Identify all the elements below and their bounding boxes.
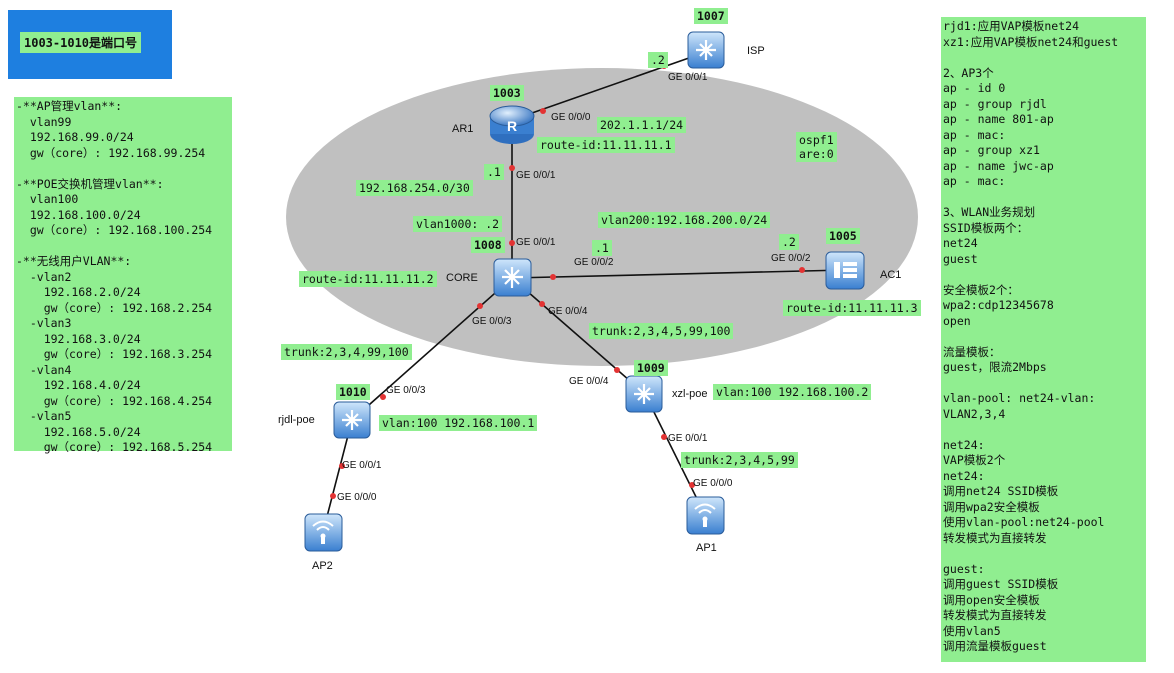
isp-address-label: .2 <box>648 52 668 68</box>
ospf-area-label: ospf1 are:0 <box>796 132 837 162</box>
ar1-port-number: 1003 <box>490 85 524 101</box>
ar1-name: AR1 <box>452 123 474 135</box>
isp-switch-icon[interactable] <box>687 31 725 69</box>
port-note-text: 1003-1010是端口号 <box>20 32 142 53</box>
ap2-access-point-icon[interactable] <box>304 513 343 552</box>
port-dot <box>661 434 667 440</box>
core-router-id-label: route-id:11.11.11.2 <box>299 271 437 287</box>
port-dot <box>380 394 386 400</box>
port-dot <box>550 274 556 280</box>
links <box>322 51 846 533</box>
link-xzl-ap1 <box>644 393 706 516</box>
port-dot <box>330 493 336 499</box>
ap1-name: AP1 <box>696 542 717 554</box>
vlan200-label: vlan200:192.168.200.0/24 <box>598 212 771 228</box>
svg-text:R: R <box>507 118 517 134</box>
xzl-port-number: 1009 <box>634 360 668 376</box>
ar1-router-id-label: route-id:11.11.11.1 <box>537 137 675 153</box>
port-label: GE 0/0/2 <box>574 257 614 268</box>
ac1-port-number: 1005 <box>826 228 860 244</box>
port-dot <box>539 301 545 307</box>
rjdl-port-number: 1010 <box>336 384 370 400</box>
link-rjdl-ap2 <box>322 419 353 533</box>
core-port-number: 1008 <box>471 237 505 253</box>
core-switch-icon[interactable] <box>493 258 532 297</box>
trunk-rjdl-label: trunk:2,3,4,99,100 <box>281 344 412 360</box>
port-dot <box>509 240 515 246</box>
port-label: GE 0/0/1 <box>516 170 556 181</box>
port-label: GE 0/0/0 <box>337 492 377 503</box>
port-label: GE 0/0/0 <box>693 478 733 489</box>
link-core-ac1 <box>511 269 846 279</box>
port-dot <box>614 367 620 373</box>
port-label: GE 0/0/4 <box>548 306 588 317</box>
ar1-router-icon[interactable]: R <box>489 105 535 144</box>
ar1-lan-label: .1 <box>484 164 504 180</box>
vlan-plan-panel: -**AP管理vlan**: vlan99 192.168.99.0/24 gw… <box>14 97 232 454</box>
port-note: 1003-1010是端口号 <box>8 10 172 79</box>
port-label: GE 0/0/4 <box>569 376 609 387</box>
isp-port-number: 1007 <box>694 8 728 24</box>
port-dot <box>799 267 805 273</box>
xzl-poe-switch-icon[interactable] <box>625 375 663 413</box>
wlan-plan-panel: rjd1:应用VAP模板net24 xz1:应用VAP模板net24和guest… <box>941 17 1146 662</box>
ar1-wan-label: 202.1.1.1/24 <box>597 117 687 133</box>
ap1-access-point-icon[interactable] <box>686 496 725 535</box>
port-label: GE 0/0/2 <box>771 253 811 264</box>
ac-dot2-label: .2 <box>779 234 799 250</box>
port-dot <box>689 482 695 488</box>
rjdl-name: rjdl-poe <box>278 414 315 426</box>
link-net-label: 192.168.254.0/30 <box>356 180 473 196</box>
rjdl-vlan-label: vlan:100 192.168.100.1 <box>379 415 538 431</box>
core-name: CORE <box>446 272 478 284</box>
rjdl-poe-switch-icon[interactable] <box>333 401 371 439</box>
xzl-vlan-label: vlan:100 192.168.100.2 <box>713 384 872 400</box>
link-core-rjdl <box>351 277 513 421</box>
trunk-xzl-label: trunk:2,3,4,5,99,100 <box>589 323 734 339</box>
port-label: GE 0/0/1 <box>342 460 382 471</box>
trunk-ap1-label: trunk:2,3,4,5,99 <box>681 452 798 468</box>
port-label: GE 0/0/0 <box>551 112 591 123</box>
port-label: GE 0/0/3 <box>386 385 426 396</box>
port-label: GE 0/0/1 <box>516 237 556 248</box>
port-label: GE 0/0/1 <box>668 72 708 83</box>
core-vlan1000-label: vlan1000: .2 <box>413 216 503 232</box>
ac1-controller-icon[interactable] <box>825 251 865 290</box>
link-core-xzl <box>511 277 646 395</box>
port-label: GE 0/0/3 <box>472 316 512 327</box>
ac-router-id-label: route-id:11.11.11.3 <box>783 300 921 316</box>
port-dots <box>330 63 805 499</box>
port-dot <box>540 108 546 114</box>
port-label: GE 0/0/1 <box>668 433 708 444</box>
ac1-name: AC1 <box>880 269 902 281</box>
isp-name: ISP <box>747 45 765 57</box>
port-dot <box>477 303 483 309</box>
port-dot <box>339 463 345 469</box>
core-dot1-label: .1 <box>592 240 612 256</box>
xzl-name: xzl-poe <box>672 388 708 400</box>
ap2-name: AP2 <box>312 560 333 572</box>
port-dot <box>509 165 515 171</box>
